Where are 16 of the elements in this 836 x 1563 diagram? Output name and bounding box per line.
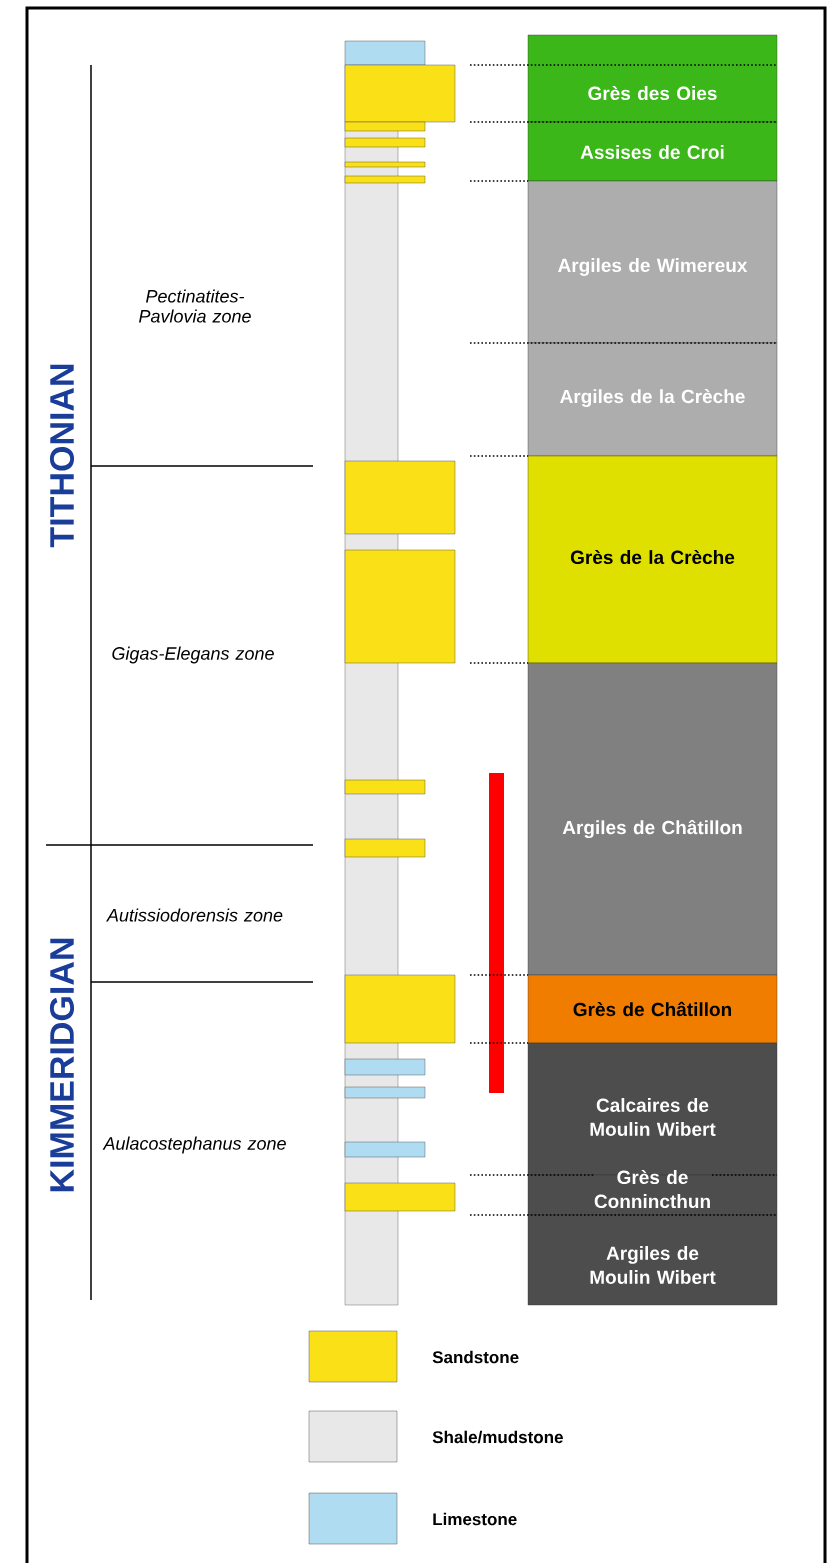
stage-name: KIMMERIDGIAN [49, 938, 75, 1192]
stage-name: TITHONIAN [49, 364, 75, 548]
legend-label: Sandstone [432, 1350, 519, 1364]
formation-box: Argiles de Wimereux [527, 180, 778, 344]
zone-name: Gigas-Elegans zone [112, 646, 274, 664]
formation-box: Grès de Châtillon [527, 974, 778, 1044]
legend-label: Limestone [433, 1512, 517, 1526]
formation-box: Argiles de Châtillon [527, 662, 778, 976]
zone-name: Pectinatites-Pavlovia zone [139, 289, 251, 323]
formation-box: Grès des Oies [527, 34, 778, 123]
formation-box: Grès de la Crèche [527, 455, 778, 664]
legend-label: Shale/mudstone [432, 1430, 563, 1444]
formation-box: Argiles de la Crèche [527, 342, 778, 457]
zone-name: Aulacostephanus zone [102, 1136, 286, 1154]
zone-name: Autissiodorensis zone [106, 908, 283, 922]
formation-box: Assises de Croi [527, 121, 778, 182]
